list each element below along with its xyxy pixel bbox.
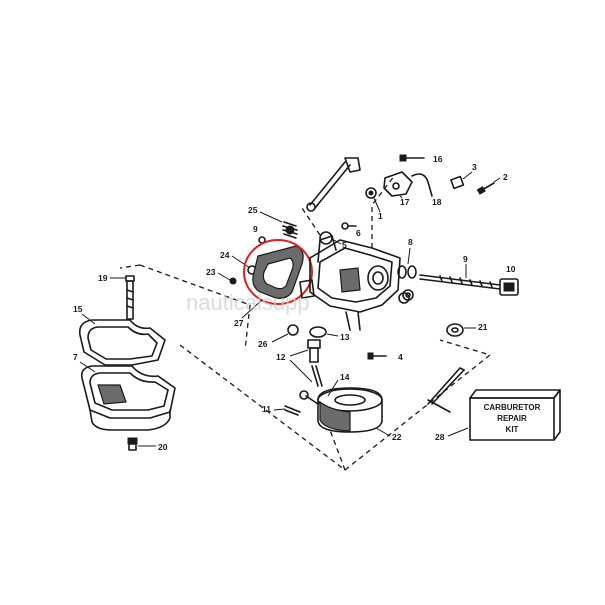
repair-kit-line-2: REPAIR bbox=[497, 414, 527, 423]
label-10: 10 bbox=[506, 264, 516, 274]
part-16-screw bbox=[399, 154, 425, 162]
part-8-washers bbox=[397, 265, 417, 279]
watermark: nauticalsupp bbox=[186, 290, 310, 315]
part-27-carburetor-gasket bbox=[252, 245, 304, 299]
label-16: 16 bbox=[433, 154, 443, 164]
part-23-screw bbox=[229, 277, 237, 285]
label-12: 12 bbox=[276, 352, 286, 362]
part-26-washer bbox=[287, 324, 299, 336]
part-3-nut bbox=[450, 175, 465, 190]
label-11: 11 bbox=[262, 404, 271, 414]
part-4-screw bbox=[367, 352, 387, 360]
part-7-float-bowl bbox=[80, 365, 176, 431]
label-7: 7 bbox=[73, 352, 78, 362]
label-4: 4 bbox=[398, 352, 403, 362]
label-6: 6 bbox=[356, 228, 361, 238]
label-28: 28 bbox=[435, 432, 445, 442]
label-18: 18 bbox=[432, 197, 442, 207]
label-3: 3 bbox=[472, 162, 477, 172]
part-28-repair-kit: CARBURETOR REPAIR KIT bbox=[469, 389, 561, 441]
label-23: 23 bbox=[206, 267, 216, 277]
label-2: 2 bbox=[503, 172, 508, 182]
label-24: 24 bbox=[220, 250, 230, 260]
carburetor-body bbox=[299, 231, 410, 331]
highlight-circle bbox=[243, 239, 313, 305]
part-9-mixture-needle bbox=[419, 274, 501, 290]
label-1: 1 bbox=[378, 211, 383, 221]
part-11-float-pin bbox=[284, 405, 301, 416]
repair-kit-line-3: KIT bbox=[506, 425, 519, 434]
part-20-drain-plug bbox=[127, 437, 138, 451]
label-21: 21 bbox=[478, 322, 488, 332]
part-25-spring bbox=[282, 221, 298, 239]
choke-rod bbox=[427, 367, 465, 413]
throttle-shaft bbox=[306, 157, 361, 212]
part-22-float bbox=[299, 387, 383, 433]
label-13: 13 bbox=[340, 332, 350, 342]
label-8: 8 bbox=[408, 237, 413, 247]
label-9: 9 bbox=[463, 254, 468, 264]
part-12-nozzle bbox=[311, 365, 323, 387]
part-6-pin bbox=[341, 222, 357, 230]
part-small-ring bbox=[402, 289, 414, 301]
label-5: 5 bbox=[342, 240, 347, 250]
part-12-main-jet bbox=[307, 339, 321, 363]
repair-kit-line-1: CARBURETOR bbox=[484, 403, 541, 412]
part-21-washer bbox=[446, 323, 464, 337]
label-17: 17 bbox=[400, 197, 410, 207]
label-25: 25 bbox=[248, 205, 258, 215]
label-15: 15 bbox=[73, 304, 83, 314]
assembly-dashed-lines bbox=[119, 174, 492, 471]
label-9-small: 9 bbox=[253, 224, 258, 234]
part-17-throttle-arm bbox=[383, 171, 413, 197]
part-10-needle-knob bbox=[499, 278, 519, 296]
part-19-bowl-screw bbox=[125, 275, 135, 320]
part-15-float-bowl-gasket bbox=[78, 319, 166, 366]
label-27: 27 bbox=[234, 318, 244, 328]
label-19: 19 bbox=[98, 273, 108, 283]
label-14: 14 bbox=[340, 372, 350, 382]
part-1-throttle-lever bbox=[365, 187, 377, 199]
label-22: 22 bbox=[392, 432, 402, 442]
label-26: 26 bbox=[258, 339, 268, 349]
part-13-gasket bbox=[309, 326, 327, 338]
part-2-screw bbox=[476, 182, 495, 195]
label-20: 20 bbox=[158, 442, 168, 452]
part-18-link-rod bbox=[411, 173, 433, 197]
